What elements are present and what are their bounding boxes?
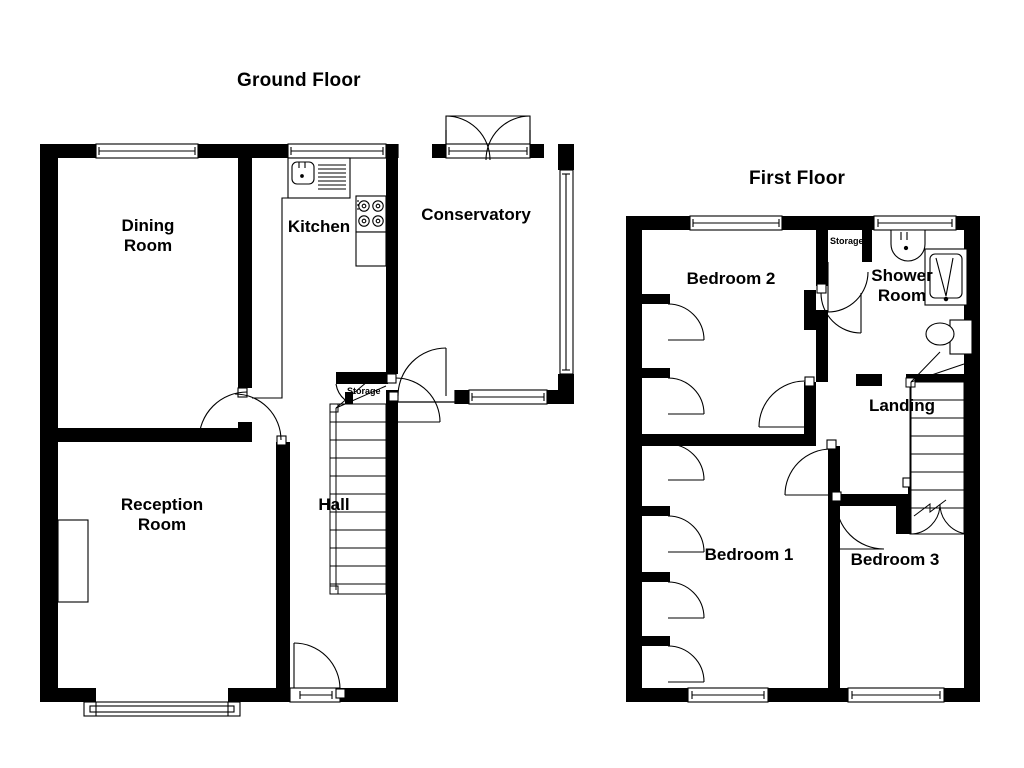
storage-label-first: Storage (830, 236, 864, 246)
room-label-hall: Hall (318, 495, 350, 514)
ground-floor-doors (198, 115, 531, 699)
room-label-bedroom-1: Bedroom 1 (704, 545, 794, 564)
shower-room-fittings (890, 229, 973, 355)
staircase-ground (329, 375, 387, 595)
room-label-landing: Landing (868, 396, 936, 415)
drainer-icon (318, 164, 346, 190)
ground-floor-windows (83, 143, 574, 717)
storage-label-ground: Storage (347, 386, 381, 396)
window-bedroom3 (847, 687, 945, 703)
wash-basin-icon (890, 229, 926, 262)
ground-floor-group (40, 115, 574, 717)
window-shower-room (873, 215, 957, 231)
window-hall-front (289, 687, 341, 703)
window-bedroom2 (689, 215, 783, 231)
fireplace-recess (57, 519, 89, 603)
shower-tray-icon (924, 248, 968, 306)
room-label-bedroom-2: Bedroom 2 (686, 269, 776, 288)
room-label-bedroom-3: Bedroom 3 (850, 550, 940, 569)
room-label-dining-room: Dining Room (121, 216, 175, 256)
window-conservatory-bottom (468, 389, 548, 405)
window-kitchen (287, 143, 387, 159)
fitted-wardrobes (642, 294, 705, 683)
staircase-first (905, 351, 971, 535)
window-conservatory-top (445, 143, 531, 159)
sink-icon (291, 161, 315, 185)
first-floor-title: First Floor (749, 168, 846, 189)
room-label-conservatory: Conservatory (421, 205, 531, 224)
toilet-icon (925, 319, 973, 355)
window-dining-front (95, 143, 199, 159)
window-bedroom1 (687, 687, 769, 703)
first-floor-doors (758, 262, 913, 550)
window-reception-bay (83, 701, 241, 717)
room-label-reception-room: Reception Room (120, 495, 204, 535)
hob-icon (355, 195, 387, 233)
room-label-kitchen: Kitchen (287, 217, 351, 236)
ground-floor-title: Ground Floor (237, 70, 361, 91)
first-floor-group (626, 215, 980, 703)
window-conservatory-side (559, 169, 574, 375)
room-label-shower-room: Shower Room (871, 266, 933, 306)
ground-floor-outlines (397, 130, 531, 404)
kitchen-fittings (252, 157, 387, 399)
first-floor-windows (687, 215, 957, 703)
